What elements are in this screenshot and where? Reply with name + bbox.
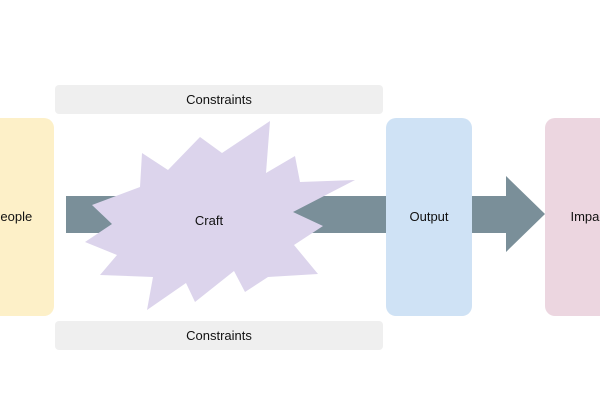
constraints-top-box xyxy=(55,85,383,114)
constraints-top-label: Constraints xyxy=(186,92,252,107)
impact-label: Impact xyxy=(570,209,600,224)
craft-label: Craft xyxy=(194,213,224,228)
impact-box xyxy=(545,118,600,316)
arrow-output-to-impact xyxy=(472,176,545,252)
output-label: Output xyxy=(409,209,449,224)
craft-burst xyxy=(85,121,355,310)
people-box xyxy=(0,118,54,316)
output-box xyxy=(386,118,472,316)
constraints-bottom-box xyxy=(55,321,383,350)
constraints-bottom-label: Constraints xyxy=(186,328,252,343)
people-label: People xyxy=(0,209,33,224)
